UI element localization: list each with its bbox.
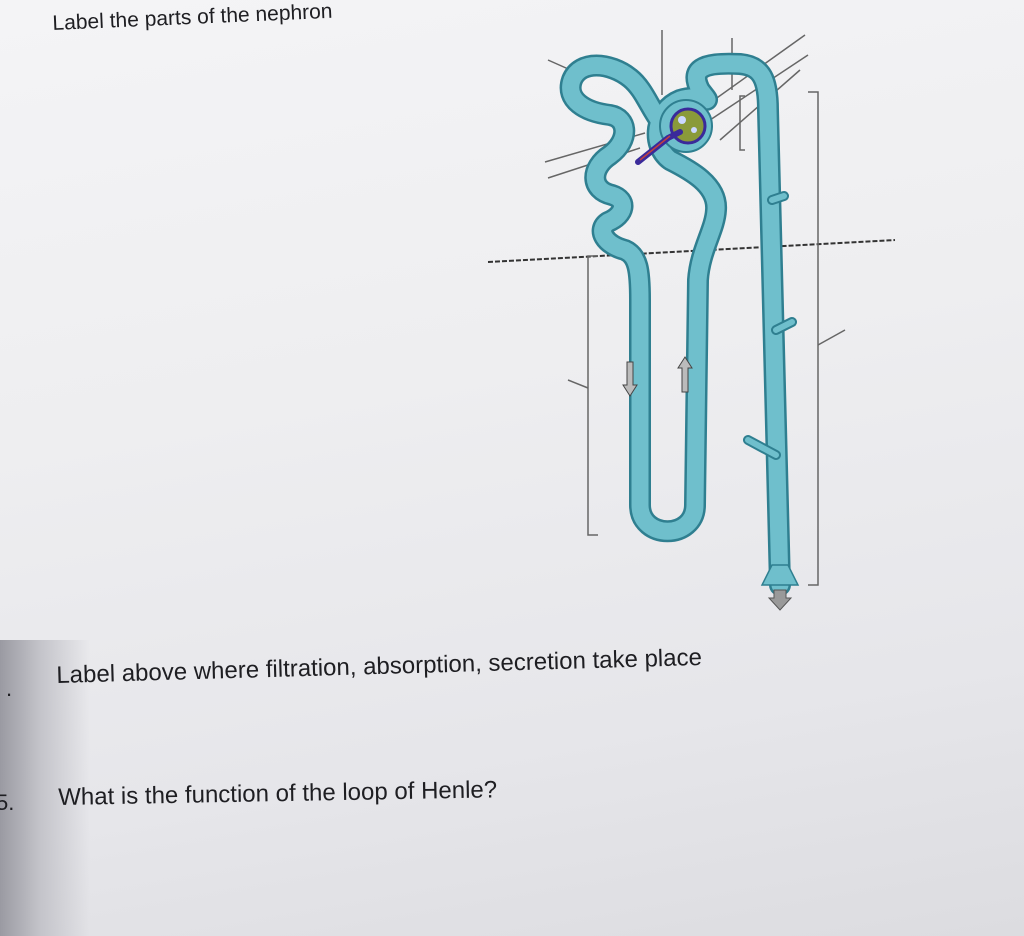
collecting-duct-end (760, 564, 800, 586)
loop-bracket (587, 255, 598, 536)
collecting-duct-bracket (808, 91, 819, 586)
glomerulus (669, 107, 707, 145)
label-line (817, 329, 846, 346)
efferent-arteriole (639, 135, 671, 161)
label-line (567, 379, 589, 389)
small-bracket (739, 95, 745, 151)
question-4-number: . (6, 676, 13, 701)
up-arrow-icon (677, 356, 693, 393)
glomerulus-detail (678, 116, 686, 124)
photo-shadow (0, 640, 90, 936)
duct-branch (745, 193, 795, 458)
down-arrow-icon (622, 361, 638, 397)
glomerulus-detail (691, 127, 697, 133)
outflow-arrow-icon (767, 589, 793, 611)
question-5-number: 5. (0, 790, 15, 815)
cortex-medulla-boundary (487, 239, 896, 263)
nephron-tubule (562, 55, 789, 594)
